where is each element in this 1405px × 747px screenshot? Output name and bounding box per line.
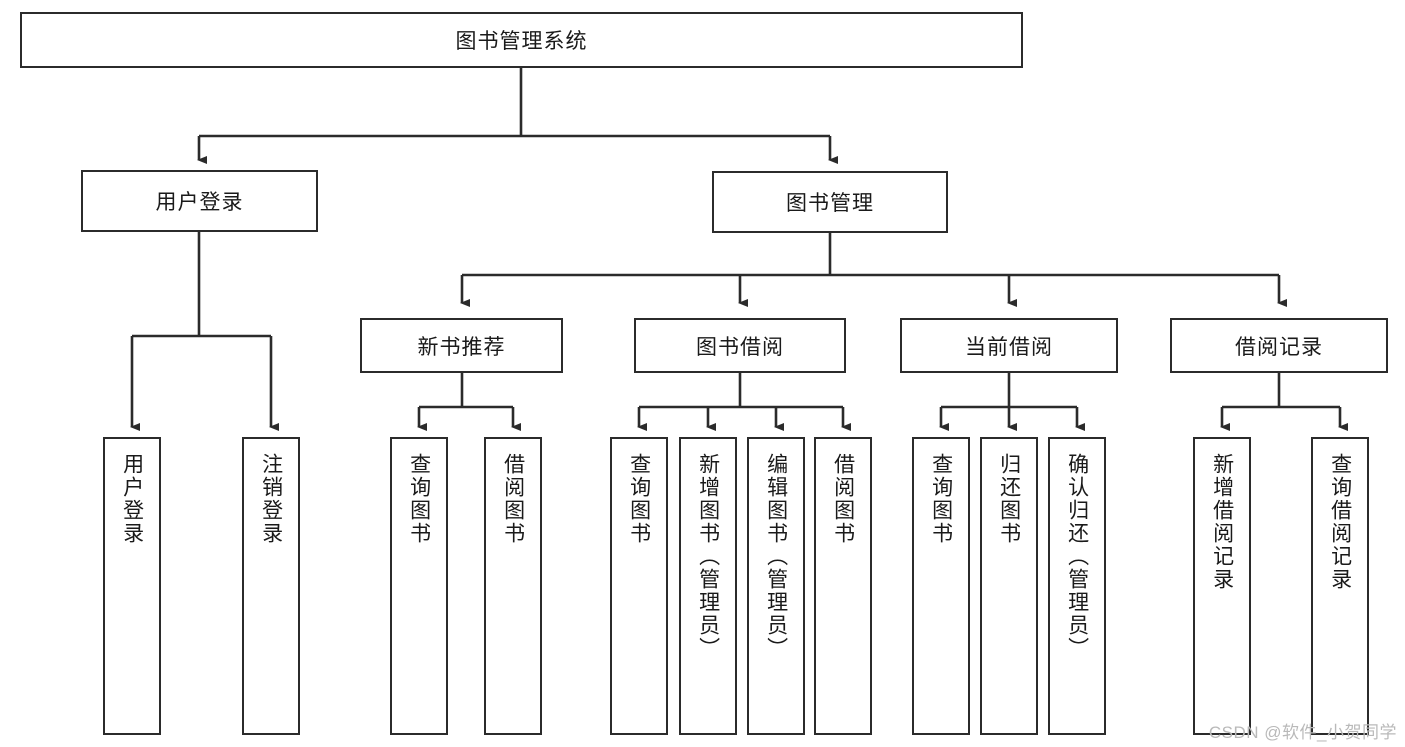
leaf-current-borrow-query[interactable]: 查询图书	[912, 437, 970, 735]
node-label: 图书管理系统	[455, 30, 588, 53]
node-label: 注销登录	[259, 453, 283, 545]
node-label: 图书管理	[786, 192, 874, 215]
node-book-borrow[interactable]: 图书借阅	[634, 318, 846, 373]
leaf-borrow-record-add[interactable]: 新增借阅记录	[1193, 437, 1251, 735]
node-label: 归还图书	[997, 453, 1021, 545]
leaf-current-borrow-confirm-return[interactable]: 确认归还（管理员）	[1048, 437, 1106, 735]
node-label: 借阅记录	[1235, 335, 1323, 359]
csdn-watermark: CSDN @软件_小贺同学	[1208, 723, 1397, 742]
leaf-user-login-logout[interactable]: 注销登录	[242, 437, 300, 735]
leaf-new-book-borrow[interactable]: 借阅图书	[484, 437, 542, 735]
leaf-user-login-login[interactable]: 用户登录	[103, 437, 161, 735]
leaf-book-borrow-add[interactable]: 新增图书（管理员）	[679, 437, 737, 735]
node-label: 查询图书	[627, 453, 651, 545]
node-label: 确认归还（管理员）	[1065, 453, 1089, 660]
node-root-system[interactable]: 图书管理系统	[20, 12, 1023, 68]
node-user-login[interactable]: 用户登录	[81, 170, 318, 232]
node-label: 查询借阅记录	[1328, 453, 1352, 591]
node-label: 新增图书（管理员）	[696, 453, 720, 660]
node-label: 查询图书	[929, 453, 953, 545]
node-label: 借阅图书	[831, 453, 855, 545]
node-label: 借阅图书	[501, 453, 525, 545]
node-borrow-record[interactable]: 借阅记录	[1170, 318, 1388, 373]
leaf-book-borrow-edit[interactable]: 编辑图书（管理员）	[747, 437, 805, 735]
node-label: 图书借阅	[696, 335, 784, 359]
node-label: 查询图书	[407, 453, 431, 545]
node-label: 新书推荐	[417, 335, 506, 359]
leaf-new-book-query[interactable]: 查询图书	[390, 437, 448, 735]
node-new-book-recommend[interactable]: 新书推荐	[360, 318, 563, 373]
node-label: 当前借阅	[965, 335, 1053, 359]
node-label: 编辑图书（管理员）	[764, 453, 788, 660]
leaf-borrow-record-query[interactable]: 查询借阅记录	[1311, 437, 1369, 735]
node-label: 新增借阅记录	[1210, 453, 1234, 591]
node-label: 用户登录	[155, 191, 244, 214]
node-book-management[interactable]: 图书管理	[712, 171, 948, 233]
leaf-book-borrow-borrow[interactable]: 借阅图书	[814, 437, 872, 735]
node-current-borrow[interactable]: 当前借阅	[900, 318, 1118, 373]
leaf-current-borrow-return[interactable]: 归还图书	[980, 437, 1038, 735]
node-label: 用户登录	[120, 453, 144, 545]
leaf-book-borrow-query[interactable]: 查询图书	[610, 437, 668, 735]
